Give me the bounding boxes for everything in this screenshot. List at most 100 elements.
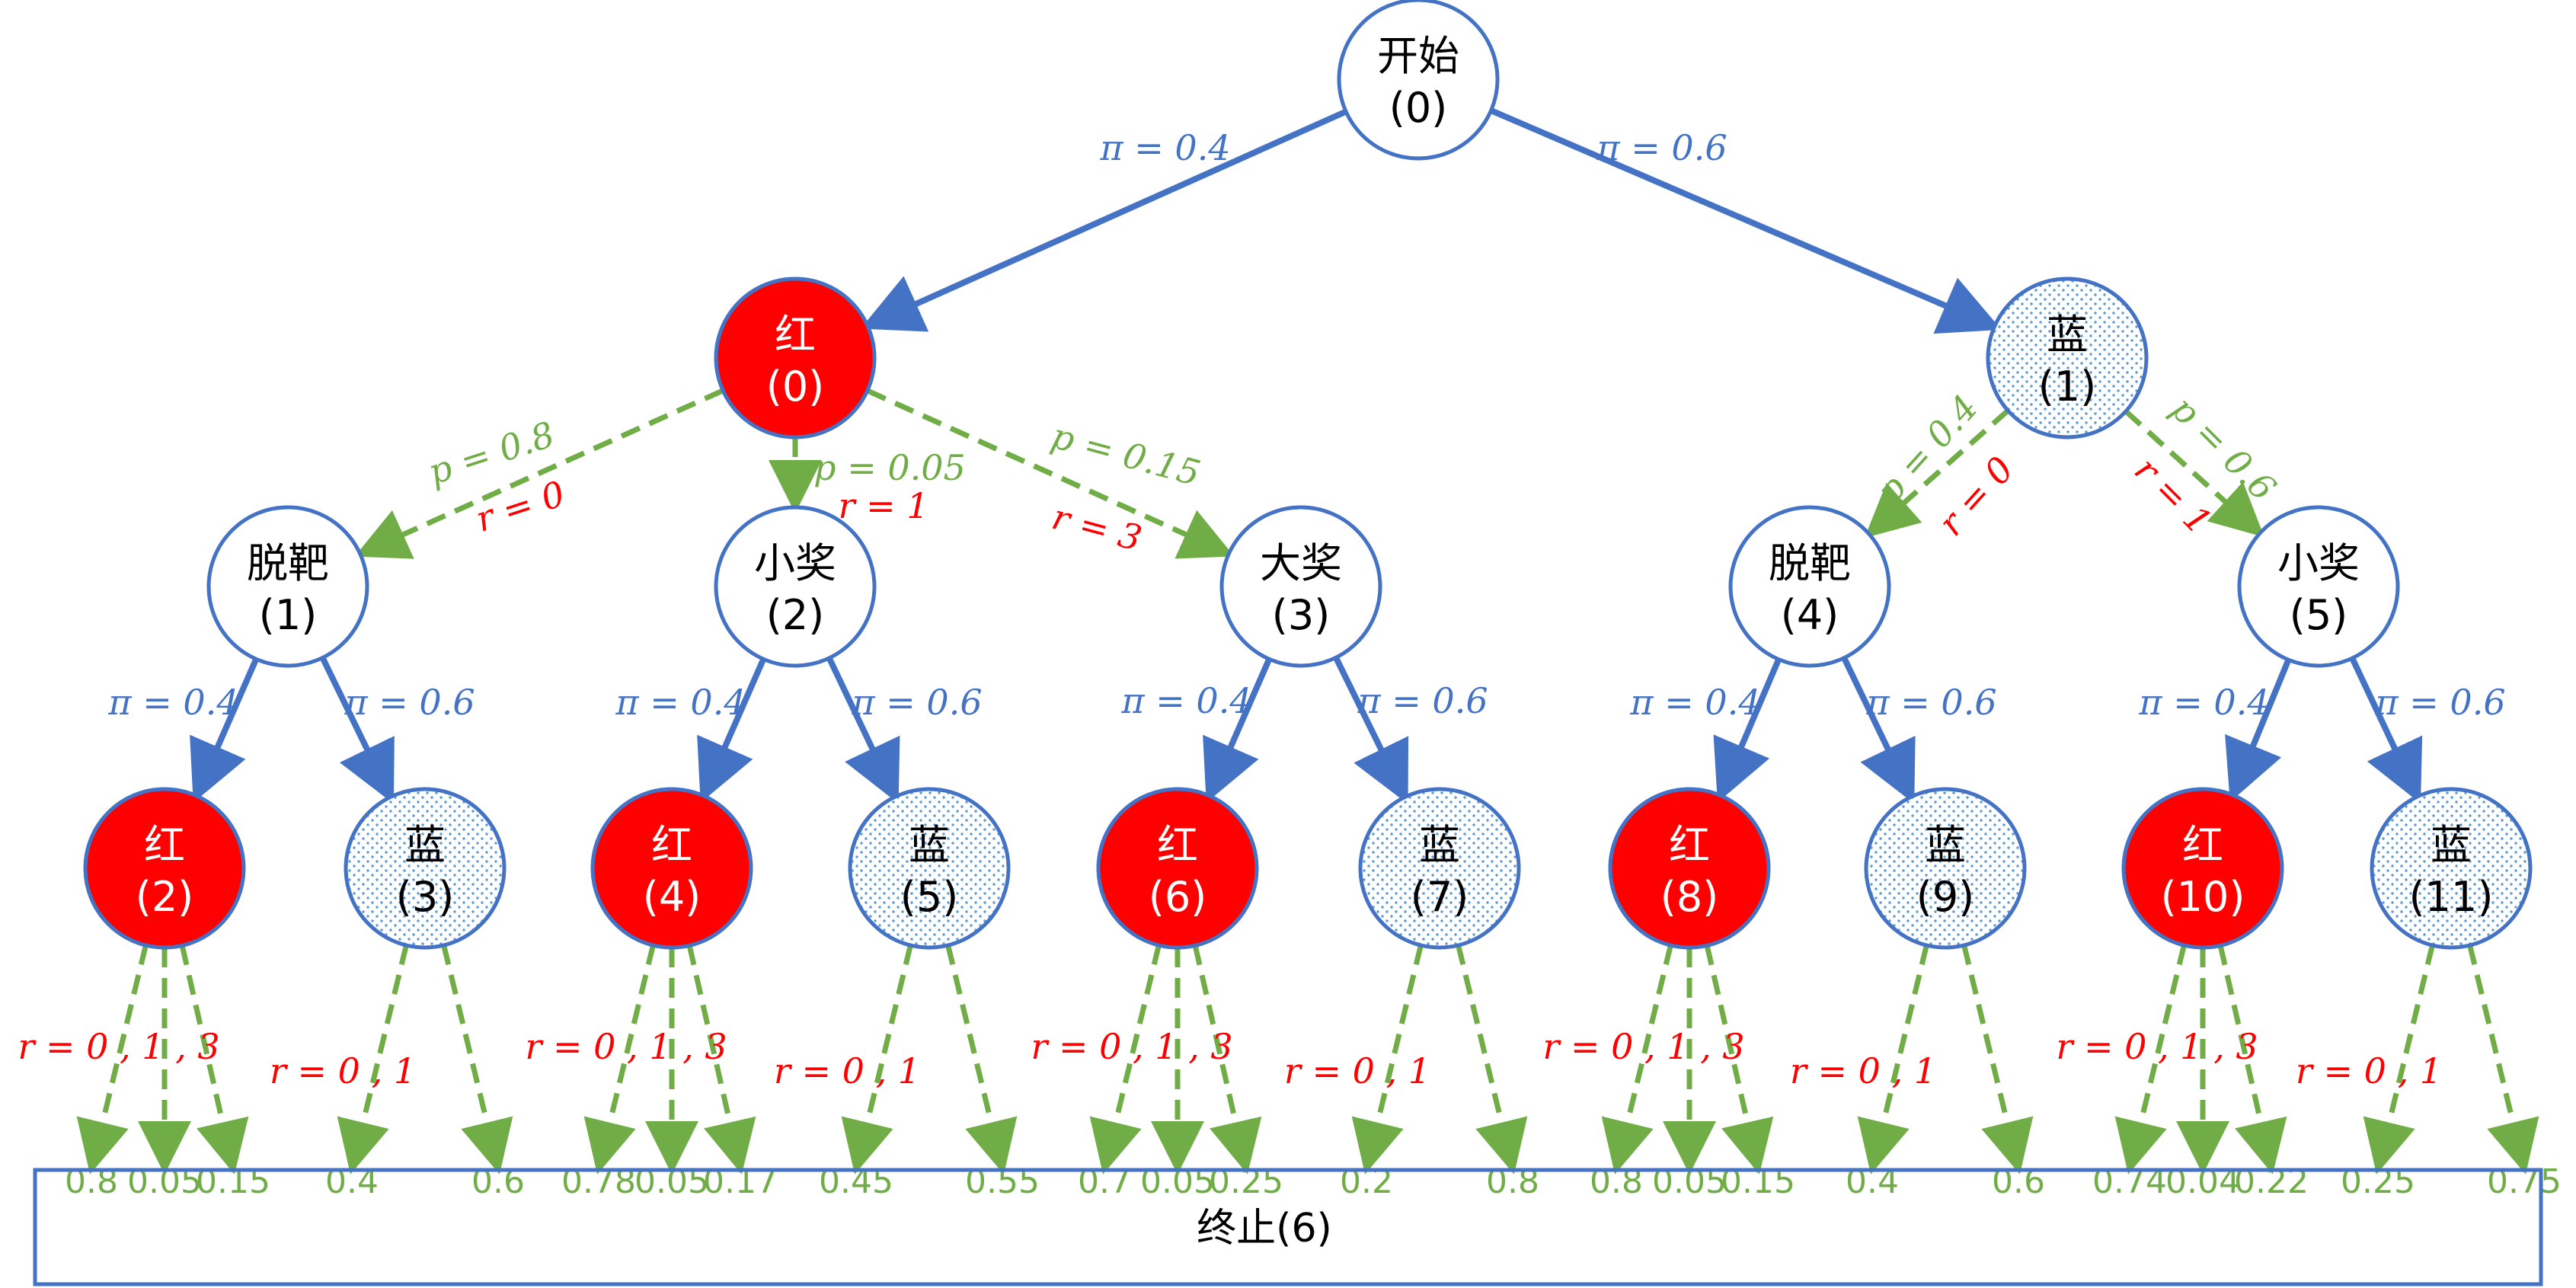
edge-l3-8-out-0: [2114, 944, 2187, 1175]
node-red-0-title: 红: [775, 311, 816, 359]
node-blue-11-title: 蓝: [2431, 821, 2472, 869]
r-fan-label-4: r = 0 , 1 , 3: [1031, 1026, 1232, 1067]
node-red-4-circle: [590, 787, 753, 950]
edge-l3-3-out-0: [841, 944, 913, 1175]
r-fan-label-6: r = 0 , 1 , 3: [1542, 1026, 1744, 1067]
node-red-6-title: 红: [1157, 821, 1198, 869]
node-red-10-title: 红: [2182, 821, 2223, 869]
node-blue-7-title: 蓝: [1419, 821, 1460, 869]
edge-l3-5-out-1: [1456, 944, 1528, 1175]
node-blue-5-title: 蓝: [909, 821, 950, 869]
node-red-0: 红(0): [714, 276, 877, 439]
node-red-0-index: (0): [766, 363, 825, 411]
node-outcome-1: 脱靶(1): [206, 505, 369, 668]
nodes-layer: 开始(0)红(0)蓝(1)脱靶(1)小奖(2)大奖(3)脱靶(4)小奖(5)红(…: [83, 0, 2533, 950]
edge-l3-4-out-0: [1089, 944, 1162, 1175]
node-red-6: 红(6): [1096, 787, 1259, 950]
edge-l2-3-right: [1333, 656, 1409, 804]
pi-label-l2-2-left: π = 0.4: [615, 682, 746, 723]
node-blue-3-index: (3): [396, 873, 455, 921]
edge-l2-1-right: [319, 656, 395, 804]
node-red-2-circle: [83, 787, 246, 950]
node-red-4: 红(4): [590, 787, 753, 950]
node-start-circle: [1337, 0, 1500, 161]
pi-label-l2-5-left: π = 0.4: [2138, 682, 2269, 723]
node-outcome-5-title: 小奖: [2277, 539, 2360, 587]
node-outcome-5: 小奖(5): [2237, 505, 2400, 668]
node-outcome-2: 小奖(2): [714, 505, 877, 668]
edge-red0-miss: [354, 388, 724, 559]
node-blue-1-circle: [1986, 276, 2149, 439]
node-blue-5-index: (5): [900, 873, 959, 921]
edge-l3-2-out-2: [686, 944, 756, 1175]
node-blue-7-circle: [1358, 787, 1521, 950]
edge-l3-7-out-1: [1961, 944, 2034, 1175]
node-outcome-5-index: (5): [2290, 591, 2348, 639]
edge-l3-9-out-1: [2467, 944, 2539, 1175]
node-blue-11-index: (11): [2409, 873, 2494, 921]
pi-label-l2-3-right: π = 0.6: [1357, 680, 1488, 721]
node-outcome-4-title: 脱靶: [1769, 539, 1851, 587]
node-red-10-index: (10): [2161, 873, 2245, 921]
node-outcome-2-title: 小奖: [754, 539, 836, 587]
node-start-title: 开始: [1377, 32, 1459, 80]
node-blue-7-index: (7): [1411, 873, 1469, 921]
r-fan-label-9: r = 0 , 1: [2296, 1050, 2442, 1091]
edges-layer: [76, 107, 2539, 1175]
edge-l3-1-out-1: [441, 944, 513, 1175]
node-outcome-2-index: (2): [766, 591, 825, 639]
node-red-8: 红(8): [1608, 787, 1771, 950]
pi-label-l2-1-right: π = 0.6: [344, 682, 475, 723]
pi-label-root-left: π = 0.4: [1099, 127, 1230, 168]
node-blue-9-index: (9): [1916, 873, 1975, 921]
r-label-2: r = 1: [838, 485, 928, 526]
node-blue-3-title: 蓝: [404, 821, 446, 869]
node-blue-9-title: 蓝: [1925, 821, 1966, 869]
edge-l3-7-out-0: [1857, 944, 1929, 1175]
edge-l3-5-out-0: [1351, 944, 1424, 1175]
r-fan-label-7: r = 0 , 1: [1790, 1050, 1936, 1091]
node-blue-3-circle: [344, 787, 507, 950]
r-fan-label-5: r = 0 , 1: [1284, 1050, 1430, 1091]
edge-l3-1-out-0: [337, 944, 409, 1175]
node-blue-1-index: (1): [2038, 363, 2097, 411]
r-fan-label-8: r = 0 , 1 , 3: [2056, 1026, 2258, 1067]
node-blue-11-circle: [2370, 787, 2533, 950]
node-outcome-4-circle: [1728, 505, 1891, 668]
edge-l3-3-out-1: [945, 944, 1018, 1175]
edge-red0-big: [866, 388, 1235, 559]
node-outcome-4: 脱靶(4): [1728, 505, 1891, 668]
edge-l2-2-left: [697, 657, 766, 803]
pi-label-l2-4-right: π = 0.6: [1865, 682, 1996, 723]
node-outcome-2-circle: [714, 505, 877, 668]
edge-root-blue: [1489, 107, 2002, 334]
node-red-6-circle: [1096, 787, 1259, 950]
edge-l2-2-right: [826, 657, 900, 804]
node-outcome-1-index: (1): [259, 591, 318, 639]
terminal-box: [33, 1168, 2543, 1286]
terminal-label: 终止(6): [1197, 1206, 1332, 1251]
node-blue-9-circle: [1864, 787, 2027, 950]
node-red-8-title: 红: [1669, 821, 1710, 869]
node-blue-7: 蓝(7): [1358, 787, 1521, 950]
r-fan-label-1: r = 0 , 1: [270, 1050, 416, 1091]
node-outcome-1-title: 脱靶: [247, 539, 329, 587]
r-fan-label-0: r = 0 , 1 , 3: [18, 1026, 219, 1067]
node-outcome-4-index: (4): [1781, 591, 1839, 639]
node-red-2: 红(2): [83, 787, 246, 950]
node-outcome-3: 大奖(3): [1219, 505, 1382, 668]
node-red-10-circle: [2121, 787, 2284, 950]
pi-label-l2-4-left: π = 0.4: [1629, 682, 1760, 723]
node-outcome-5-circle: [2237, 505, 2400, 668]
r-label-4: r = 0: [1930, 449, 2021, 544]
node-red-10: 红(10): [2121, 787, 2284, 950]
node-outcome-1-circle: [206, 505, 369, 668]
node-blue-1-title: 蓝: [2047, 311, 2088, 359]
edge-l3-0-out-0: [76, 944, 149, 1175]
node-blue-5-circle: [848, 787, 1011, 950]
p-label-2: p = 0.05: [813, 447, 966, 488]
pi-label-l2-3-left: π = 0.4: [1120, 680, 1251, 721]
edge-l3-9-out-0: [2363, 944, 2435, 1175]
node-start: 开始(0): [1337, 0, 1500, 161]
